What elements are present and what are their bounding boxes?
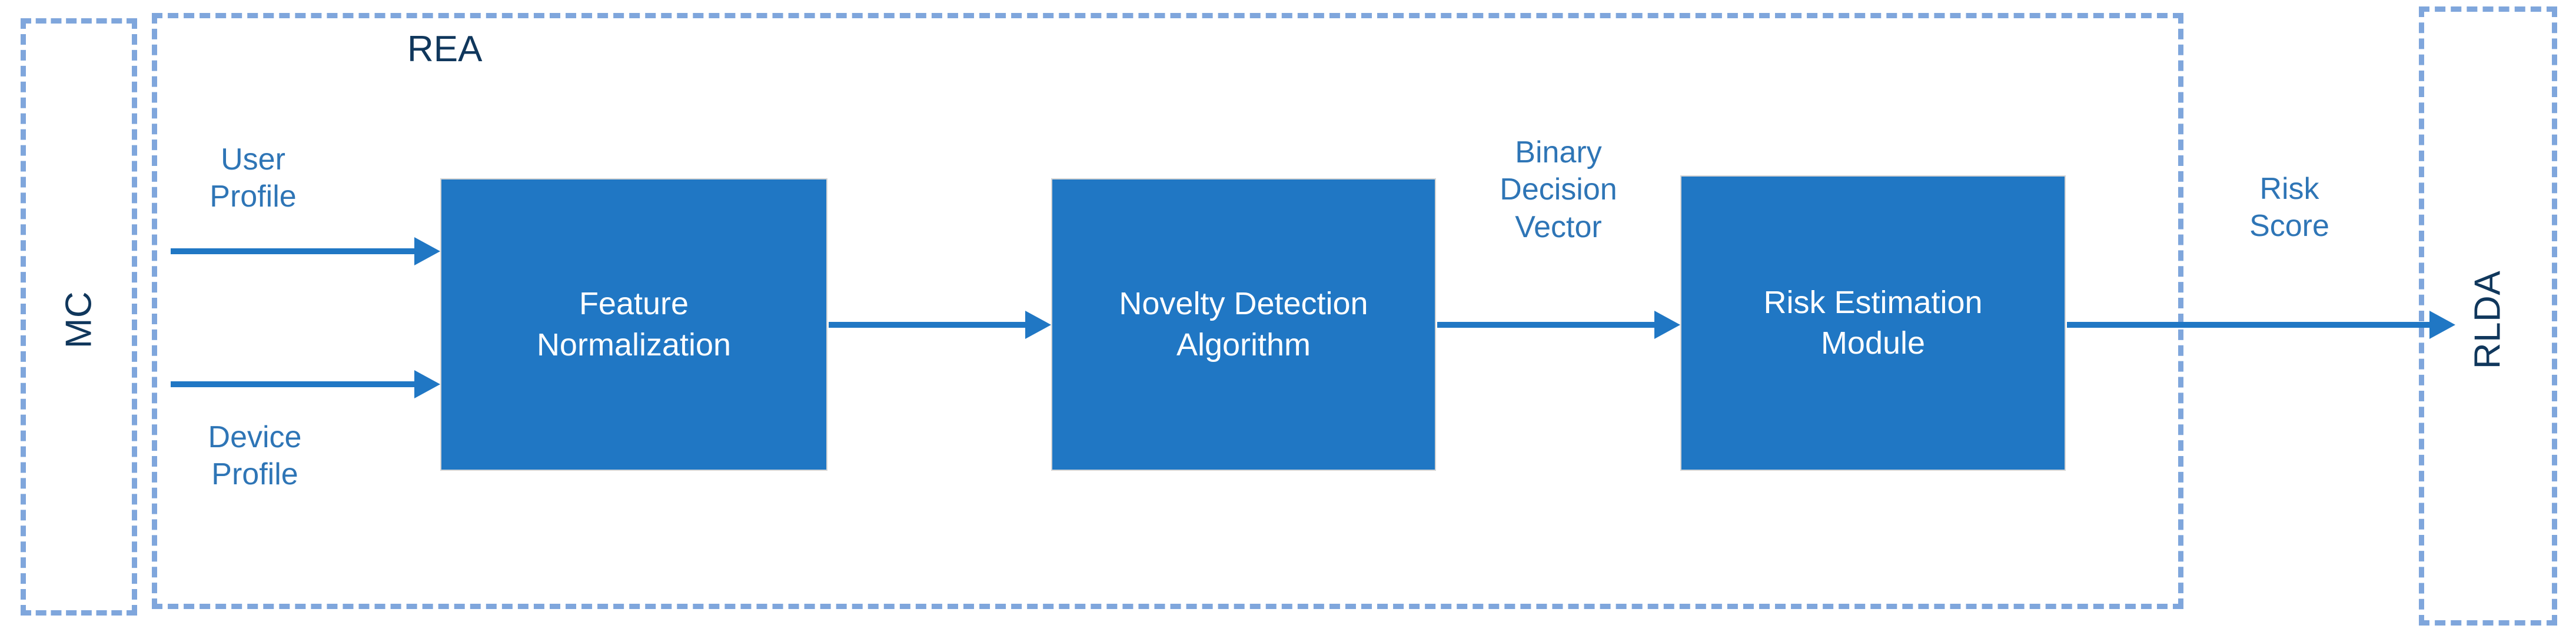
flow-label-risk-score: Risk Score xyxy=(2249,172,2329,244)
group-box-rlda xyxy=(2419,6,2557,626)
arrow-shaft xyxy=(829,322,1026,328)
process-box-line1: Novelty Detection xyxy=(1119,286,1368,322)
process-box-line1: Risk Estimation xyxy=(1763,284,1983,320)
process-box-line2: Algorithm xyxy=(1176,327,1311,362)
arrow-head xyxy=(414,370,440,398)
group-label-rea: REA xyxy=(407,29,483,69)
arrow-shaft xyxy=(171,248,416,254)
arrow-shaft xyxy=(2067,322,2431,328)
process-box-line1: Feature xyxy=(579,286,689,322)
arrow-head xyxy=(2429,311,2455,339)
process-box-line2: Normalization xyxy=(536,327,732,362)
process-box-novelty-detection[interactable]: Novelty Detection Algorithm xyxy=(1051,178,1436,471)
arrow-shaft xyxy=(171,381,416,387)
group-label-mc: MC xyxy=(58,291,99,349)
group-box-mc xyxy=(21,18,137,616)
process-box-feature-normalization[interactable]: Feature Normalization xyxy=(440,178,827,471)
arrow-head xyxy=(1654,311,1680,339)
process-box-line2: Module xyxy=(1820,325,1926,361)
arrow-head xyxy=(1025,311,1051,339)
group-box-rea xyxy=(152,13,2183,609)
flow-label-user-profile: User Profile xyxy=(210,142,297,214)
flow-label-device-profile: Device Profile xyxy=(208,420,302,492)
arrow-shaft xyxy=(1437,322,1656,328)
process-box-risk-estimation[interactable]: Risk Estimation Module xyxy=(1680,175,2066,471)
flow-label-binary-decision-vector: Binary Decision Vector xyxy=(1500,135,1617,244)
arrow-head xyxy=(414,237,440,265)
group-label-rlda: RLDA xyxy=(2467,270,2508,370)
